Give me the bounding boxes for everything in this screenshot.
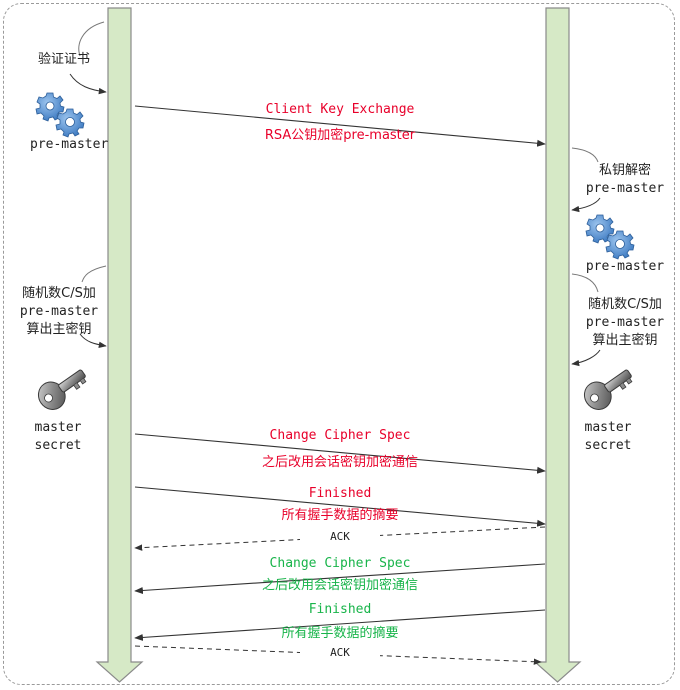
gears-icon [35,92,85,138]
client-lifeline [95,7,144,683]
right-decrypt-line1: 私钥解密 [598,163,651,178]
server-ack-arrow [134,526,546,551]
key-icon [583,369,633,410]
left-master-line2: secret [34,438,82,453]
client-finished-title: Finished [308,486,372,501]
right-decrypt-callout-arrow [571,197,601,213]
right-master-line1: master [584,420,632,435]
client-key-exchange-title: Client Key Exchange [265,102,415,117]
server-finished-arrow [134,609,546,641]
right-derive-callout [571,273,599,293]
verify-cert-label: 验证证书 [38,52,91,67]
right-decrypt-callout [571,147,599,163]
server-change-cipher-spec-arrow [134,563,546,594]
left-derive-line1: 随机数C/S加 [22,286,96,301]
right-master-line2: secret [584,438,632,453]
client-finished-arrow [134,486,546,527]
client-key-exchange-arrow [134,105,546,147]
client-ack-arrow [134,645,542,665]
left-master-line1: master [34,420,82,435]
right-derive-line2: pre-master [585,315,665,330]
verify-cert-callout-arrow [69,73,107,95]
client-key-exchange-subtitle: RSA公钥加密pre-master [264,128,416,143]
server-change-cipher-spec-title: Change Cipher Spec [269,556,411,571]
server-finished-title: Finished [308,602,372,617]
left-pre-master-label: pre-master [30,137,109,152]
gears-icon [585,214,635,260]
left-derive-line3: 算出主密钥 [26,322,92,337]
client-change-cipher-spec-arrow [134,433,546,474]
client-change-cipher-spec-title: Change Cipher Spec [269,428,411,443]
server-lifeline [533,7,582,683]
left-derive-line2: pre-master [19,304,99,319]
dashed-frame [3,3,675,685]
key-icon [37,369,87,410]
left-derive-callout-arrow [79,333,107,348]
right-derive-callout-arrow [571,349,601,367]
server-ack-label: ACK [300,530,380,543]
server-finished-subtitle: 所有握手数据的摘要 [281,626,399,641]
client-ack-label: ACK [300,646,380,659]
left-derive-callout [81,265,107,283]
right-decrypt-line2: pre-master [585,181,665,196]
right-derive-line1: 随机数C/S加 [588,297,662,312]
right-pre-master-label: pre-master [585,259,665,274]
verify-cert-callout [78,21,105,57]
client-change-cipher-spec-subtitle: 之后改用会话密钥加密通信 [261,455,418,470]
client-finished-subtitle: 所有握手数据的摘要 [281,508,399,523]
right-derive-line3: 算出主密钥 [592,333,658,348]
server-change-cipher-spec-subtitle: 之后改用会话密钥加密通信 [261,578,418,593]
